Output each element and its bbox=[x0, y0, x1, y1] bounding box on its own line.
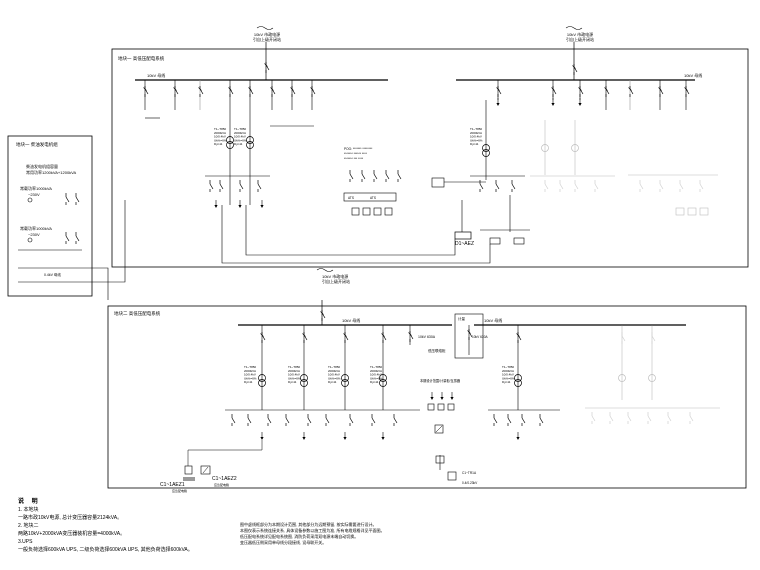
feed-middle: 10kV 市政电源 引自上级开闭站 bbox=[316, 268, 350, 284]
svg-text:10kV 630A: 10kV 630A bbox=[418, 335, 436, 339]
svg-text:C1~TR1A: C1~TR1A bbox=[462, 471, 477, 475]
generator-1: 常载功率1000kVA ~230V bbox=[20, 185, 80, 206]
lower-center-block: 10kV 630A 低压联络柜 本期设计范围/计量柜/互感器 bbox=[408, 325, 461, 434]
note-line: 1. 本地块 bbox=[18, 507, 39, 513]
svg-text:本期设计范围/计量柜/互感器: 本期设计范围/计量柜/互感器 bbox=[420, 378, 461, 383]
lower-section-title: 地块二 高低压配电系统 bbox=[114, 310, 161, 317]
lower-left-lv-bus bbox=[225, 409, 420, 441]
caption-line: 低压配电系统详见配电系统图, 消防负荷采用双电源末端自动切换。 bbox=[240, 534, 359, 539]
c1-1aez2-cabinet: C1~1AEZ2 应急配电箱 bbox=[200, 465, 237, 487]
svg-text:应急配电箱: 应急配电箱 bbox=[214, 482, 229, 487]
feed-top-right-label: 10kV 市政电源 bbox=[567, 31, 593, 37]
upper-section-title: 地块一 高低压配电系统 bbox=[118, 55, 165, 62]
svg-text:10kV 母线: 10kV 母线 bbox=[484, 317, 502, 323]
svg-text:柴油发电机组容量: 柴油发电机组容量 bbox=[26, 163, 58, 169]
upper-left-lv-switches bbox=[205, 175, 270, 262]
notes: 说 明 1. 本地块 一路市政10kV电源, 总计变压器容量2124kVA。 2… bbox=[18, 498, 193, 554]
feed-top-left-label: 10kV 市政电源 bbox=[254, 31, 280, 37]
svg-text:C1~1AEZ1: C1~1AEZ1 bbox=[160, 482, 185, 488]
side-panel-ats-lines: 0.4kV 母线 bbox=[18, 200, 126, 300]
feed-top-left-sub: 引自上级开闭站 bbox=[253, 36, 281, 42]
note-line: 两路10kV+2000kVA变压器装机容量=4000kVA。 bbox=[18, 531, 126, 537]
svg-text:常载功率1000kVA: 常载功率1000kVA bbox=[20, 225, 52, 231]
notes-title: 说 明 bbox=[18, 499, 41, 505]
svg-text:C1~1AEZ2: C1~1AEZ2 bbox=[212, 476, 237, 482]
svg-text:低压联络柜: 低压联络柜 bbox=[428, 348, 446, 353]
upper-center-small-equipment bbox=[480, 229, 530, 245]
caption-line: 变压器低压侧采用单母线分段接线, 设母联开关。 bbox=[240, 540, 327, 545]
svg-text:0.4/0.23kV: 0.4/0.23kV bbox=[462, 481, 478, 485]
bottom-captions: 图中虚线框部分为本期设计范围, 其他部分为远期预留, 按实际需要进行设计。 本图… bbox=[240, 522, 480, 546]
svg-text:POG: ******* ********: POG: ******* ******** bbox=[344, 147, 373, 151]
note-line: 2. 地块二 bbox=[18, 523, 39, 529]
d1-aez-cabinet: D1~AEZ bbox=[431, 177, 486, 247]
svg-text:ATS: ATS bbox=[348, 196, 354, 200]
upper-center-ats-block: POG: ******* ******** ******* ****** ***… bbox=[343, 147, 402, 216]
svg-text:0.4kV 母线: 0.4kV 母线 bbox=[44, 272, 61, 277]
c1-1aez1-cabinet: C1~1AEZ1 应急配电箱 bbox=[160, 465, 195, 493]
upper-left-bus-label: 10kV 母线 bbox=[147, 72, 165, 78]
lower-section-frame bbox=[107, 305, 747, 489]
svg-text:~230V: ~230V bbox=[28, 192, 40, 197]
svg-text:常载功率1000kVA: 常载功率1000kVA bbox=[20, 185, 52, 191]
note-line: 3.UPS bbox=[18, 539, 33, 545]
svg-text:计量: 计量 bbox=[458, 316, 466, 321]
caption-line: 图中虚线框部分为本期设计范围, 其他部分为远期预留, 按实际需要进行设计。 bbox=[240, 522, 377, 527]
svg-text:10kV 市政电源: 10kV 市政电源 bbox=[322, 273, 348, 279]
svg-text:D1~AEZ: D1~AEZ bbox=[455, 241, 474, 247]
feed-top-right-sub: 引自上级开闭站 bbox=[566, 36, 594, 42]
side-panel-title: 地块一 柴油发电机组 bbox=[16, 141, 58, 148]
upper-right-feeders bbox=[495, 80, 690, 110]
feed-top-right: 10kV 市政电源 引自上级开闭站 bbox=[565, 26, 594, 42]
upper-left-feeders bbox=[143, 80, 316, 205]
upper-section-frame bbox=[111, 48, 749, 268]
svg-text:10kV 母线: 10kV 母线 bbox=[342, 317, 360, 323]
upper-right-future-transformers bbox=[530, 120, 718, 216]
upper-right-bus-label: 10kV 母线 bbox=[684, 72, 702, 78]
note-line: 一路市政10kV电源, 总计变压器容量2124kVA。 bbox=[18, 515, 123, 521]
generator-2: 常载功率1000kVA ~230V bbox=[20, 225, 80, 245]
lower-metering-box: 计量 10kV 630A bbox=[454, 313, 488, 359]
lower-right-future-transformers bbox=[585, 325, 720, 425]
svg-text:******* *** ****: ******* *** **** bbox=[344, 157, 364, 161]
svg-text:应急配电箱: 应急配电箱 bbox=[172, 488, 187, 493]
svg-text:******* ****** ****: ******* ****** **** bbox=[344, 152, 368, 156]
caption-line: 本图仅表示系统连接关系, 具体设备参数以施工图为准, 所有电缆规格详见平面图。 bbox=[240, 528, 385, 533]
svg-text:ATS: ATS bbox=[370, 196, 376, 200]
svg-text:~230V: ~230V bbox=[28, 232, 40, 237]
side-panel-frame bbox=[7, 135, 93, 297]
lower-bottom-block: C1~TR1A 0.4/0.23kV bbox=[435, 455, 478, 485]
svg-text:10kV 630A: 10kV 630A bbox=[472, 335, 488, 339]
note-line: 一般负荷选择600kVA UPS, 二级负荷选择600kVA UPS, 其他负荷… bbox=[18, 547, 193, 553]
svg-text:引自上级开闭站: 引自上级开闭站 bbox=[322, 278, 350, 284]
upper-tie-cable bbox=[221, 244, 491, 264]
svg-text:常用功率1200kVA+1200kVA: 常用功率1200kVA+1200kVA bbox=[26, 169, 77, 175]
feed-top-left: 10kV 市政电源 引自上级开闭站 bbox=[253, 26, 281, 42]
